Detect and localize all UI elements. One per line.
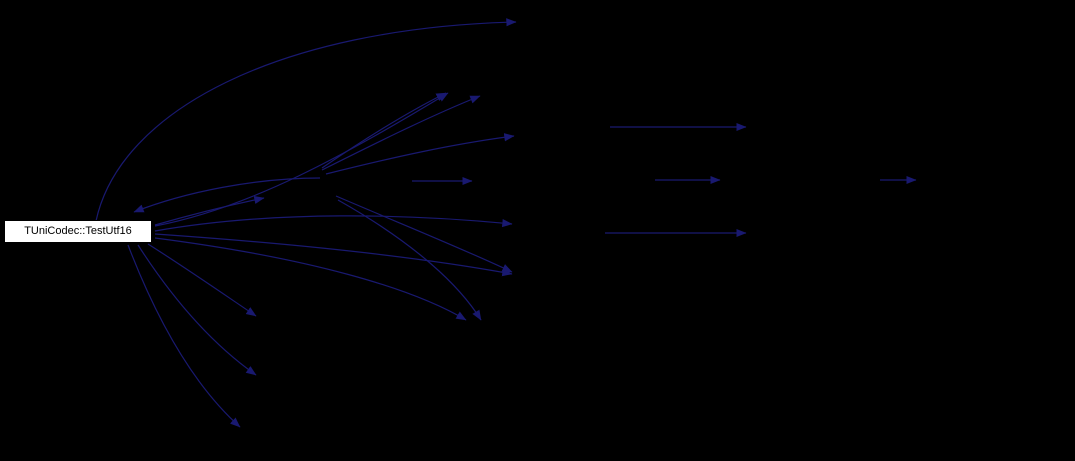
edge-node-to-lower-callee-2 (137, 244, 257, 376)
graph-node-testutf16[interactable]: TUniCodec::TestUtf16 (4, 220, 152, 243)
edge-node-to-lower-callee-1 (147, 243, 257, 317)
graph-node-label: TUniCodec::TestUtf16 (24, 225, 132, 237)
edge-node-to-lower-callee-3 (127, 244, 241, 428)
edge-hub-to-callee-5 (335, 195, 513, 273)
edge-node-to-upper-callee-1 (154, 92, 449, 227)
edge-node-to-callee-4 (154, 215, 513, 232)
edge-hub-to-upper-callee-2 (321, 95, 481, 171)
edge-hub-to-callee-6b (337, 199, 482, 321)
edge-node-to-near-callee (154, 195, 265, 226)
edge-return-to-node (133, 177, 321, 213)
edge-hub-to-upper-callee-1 (321, 92, 447, 169)
edge-node-to-callee-6a (154, 237, 467, 321)
edge-node-to-callee-5 (154, 233, 513, 277)
edge-to-top-far-right (95, 18, 517, 222)
edge-hub-to-callee-3 (325, 133, 515, 175)
